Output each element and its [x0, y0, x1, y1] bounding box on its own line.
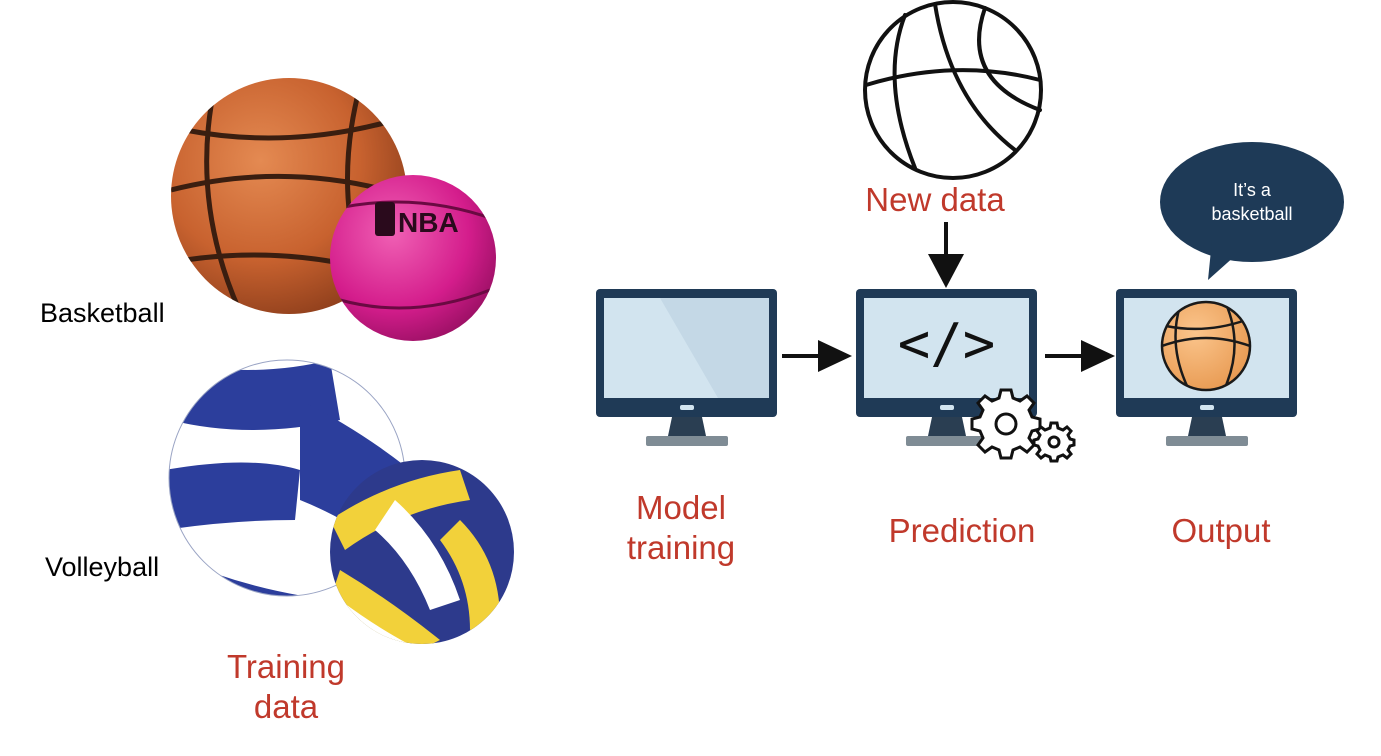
training-caption-line2: data: [253, 687, 319, 725]
speech-bubble-text: It’s a basketball: [1180, 178, 1324, 227]
training-caption-line1: Training: [227, 648, 345, 685]
basketball-label: Basketball: [40, 298, 165, 328]
nba-ball-photo: NBA: [330, 175, 496, 341]
basketball-outline-icon: [863, 0, 1043, 180]
gear-icon: [970, 388, 1076, 463]
code-icon: </>: [897, 312, 996, 375]
arrow-down-icon: [928, 222, 964, 288]
new-data-label: New data: [865, 181, 1005, 218]
basketball-icon: [1160, 300, 1252, 392]
training-data-caption: Training data: [206, 647, 366, 726]
volleyball-label: Volleyball: [45, 552, 160, 582]
arrow-right-icon: [782, 340, 852, 372]
monitor-icon: [856, 289, 1037, 446]
arrow-right-icon: [1045, 340, 1115, 372]
speech-line2: basketball: [1211, 204, 1293, 225]
model-training-line2: training: [626, 528, 736, 566]
model-training-line1: Model: [636, 489, 726, 526]
volleyball-photo: [168, 359, 514, 644]
speech-line1: It’s a: [1233, 180, 1271, 200]
output-label: Output: [1171, 512, 1271, 549]
monitor-icon: [596, 289, 777, 446]
model-training-label: Model training: [596, 488, 766, 567]
speech-bubble-icon: [1160, 142, 1344, 280]
prediction-label: Prediction: [888, 512, 1036, 549]
svg-text:NBA: NBA: [398, 207, 459, 238]
